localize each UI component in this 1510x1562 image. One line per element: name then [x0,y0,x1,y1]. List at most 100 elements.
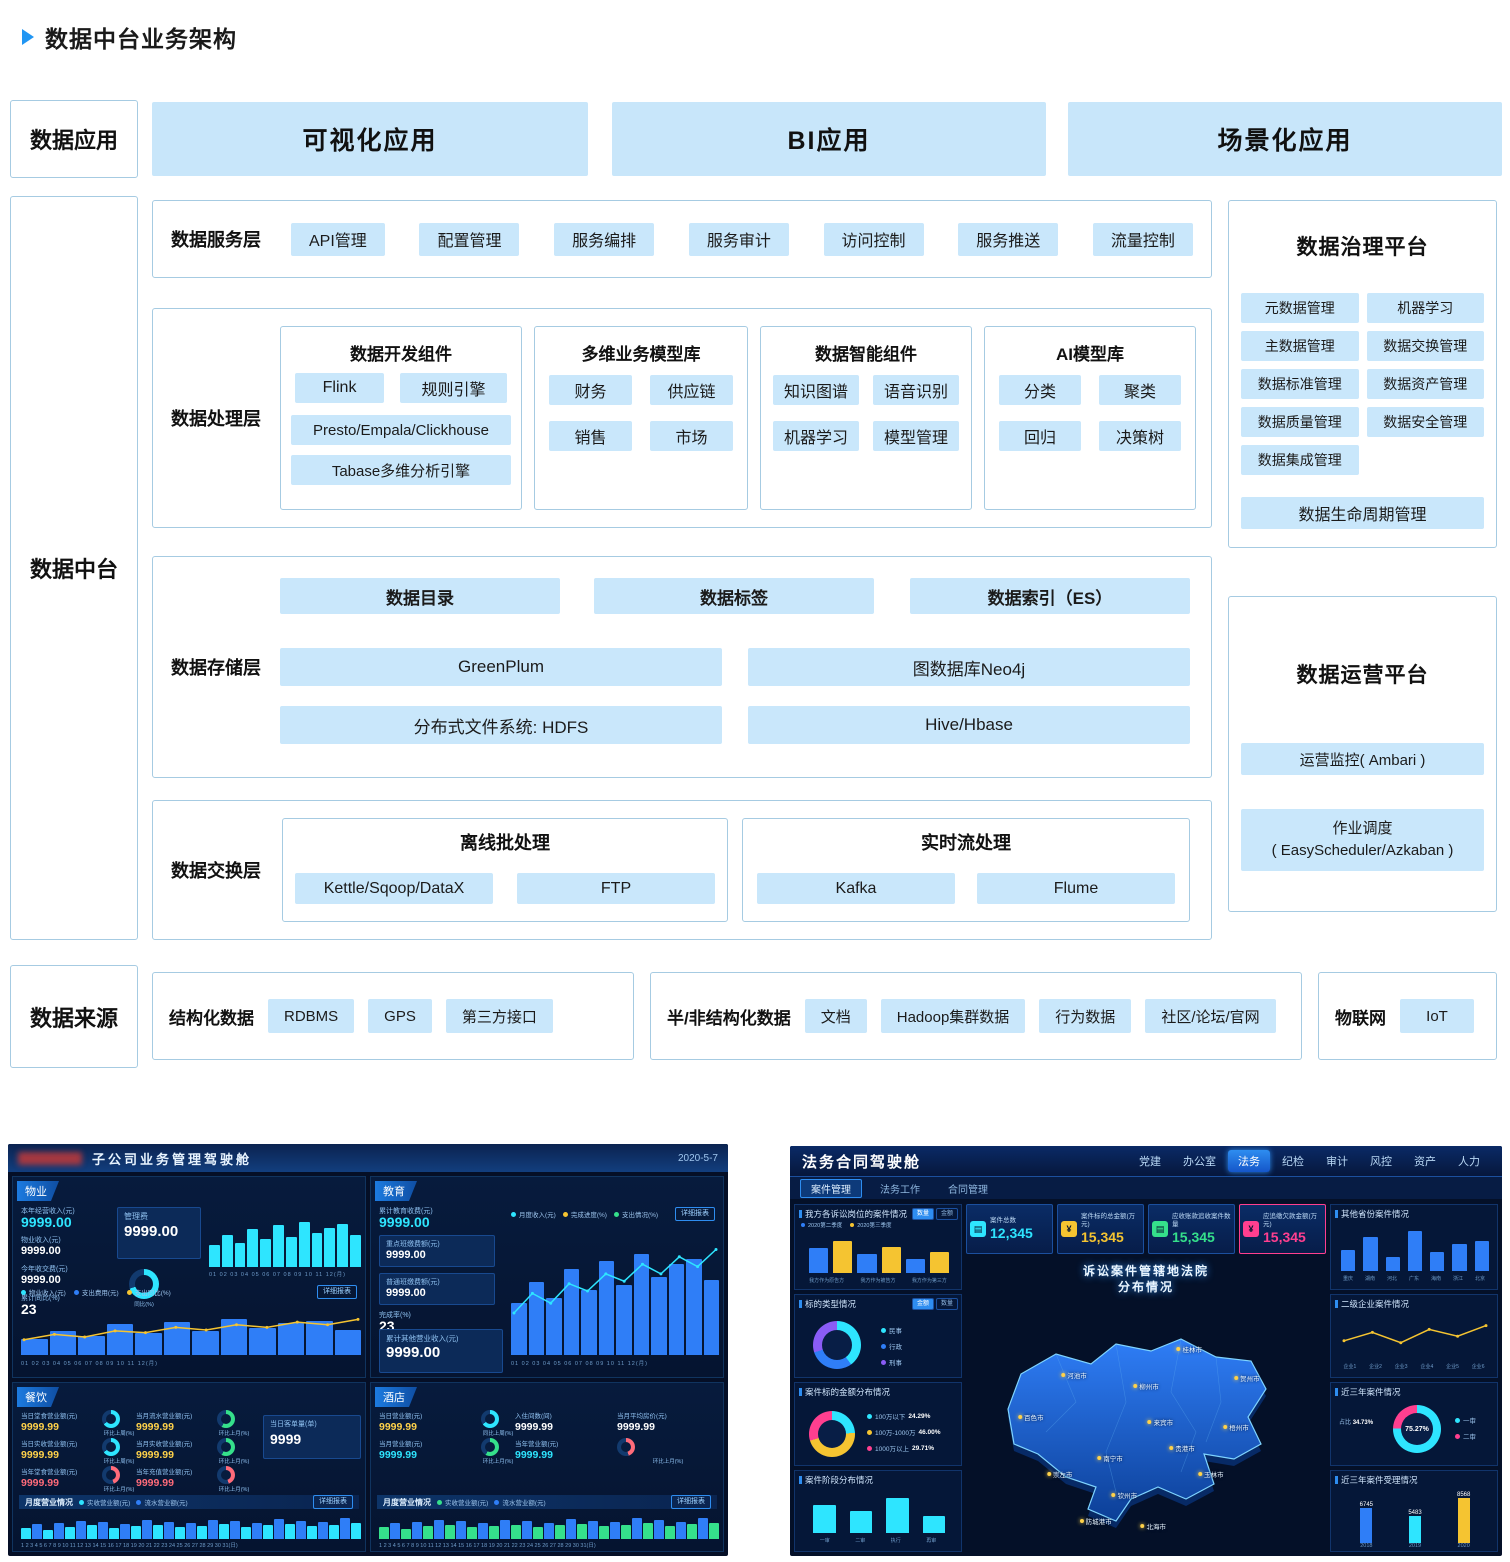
panel-case-stage: 案件阶段分布情况 一审 二审 执行 再审 [794,1470,962,1552]
group-batch-title: 离线批处理 [460,833,550,853]
detail-report-button[interactable]: 详细报表 [671,1495,711,1509]
p2-legend: 民事 行政 刑事 [881,1325,902,1367]
dashboard-left-body: 物业 本年经营收入(元)9999.00 物业收入(元)9999.00 今年收交费… [8,1172,728,1556]
toggle-quantity[interactable]: 数量 [911,1208,934,1220]
bar [186,1523,196,1539]
bar [241,1526,251,1539]
toggle-amount[interactable]: 金额 [935,1208,958,1220]
property-legend-row: 物业收入(元) 支出费用(元) 支出同比(%) 详细报表 [21,1285,357,1299]
bar [544,1522,554,1539]
source-iot: 物联网 IoT [1318,972,1497,1060]
bar [98,1521,108,1539]
bar [511,1303,527,1355]
exchange-layer-label: 数据交换层 [171,861,261,881]
line-chart-svg [512,1248,718,1315]
nav-item-party-building[interactable]: 党建 [1139,1156,1161,1168]
bar [676,1521,686,1539]
p1-bars [809,1233,950,1273]
legend-item: 流水营业额(元) [494,1497,546,1507]
page-header: 数据中台业务架构 [22,20,237,54]
chip-supply-chain: 供应链 [650,375,733,405]
governance-chips: 元数据管理 机器学习 主数据管理 数据交换管理 数据标准管理 数据资产管理 数据… [1241,293,1484,475]
bar [621,1524,631,1539]
tab-case-mgmt[interactable]: 案件管理 [800,1178,862,1198]
nav-item-risk[interactable]: 风控 [1370,1156,1392,1168]
bar [329,1524,339,1539]
toggle-quantity[interactable]: 数量 [935,1298,958,1310]
nav-item-hr[interactable]: 人力 [1458,1156,1480,1168]
badge-catering: 餐饮 [17,1387,59,1407]
panel-title: 近三年案件情况 [1331,1383,1497,1401]
bar [833,1241,853,1273]
detail-report-button[interactable]: 详细报表 [675,1207,715,1221]
gauge-block: 环比上月(%) [102,1465,136,1493]
city-marker: 南宁市 [1097,1453,1123,1463]
nav-item-legal[interactable]: 法务 [1228,1150,1270,1172]
money-recover-icon: ¥ [1243,1221,1259,1237]
bar [273,1225,284,1267]
gauge-ring [481,1437,499,1456]
detail-report-button[interactable]: 详细报表 [313,1495,353,1509]
catering-stats: 当日堂食营业额(元)9999.99 环比上周(%) 当月流水营业额(元)9999… [21,1409,251,1493]
p4-bars [813,1491,945,1533]
operation-platform: 数据运营平台 运营监控( Ambari ) 作业调度 ( EasySchedul… [1228,596,1497,912]
panel-title: 标的类型情况 [795,1295,961,1313]
education-stats: 累计教育收费(元)9999.00 重点班缴费额(元)9999.00 普通班缴费额… [379,1207,501,1333]
p7-legend: 一审 二审 [1455,1415,1476,1441]
bar [886,1497,909,1533]
chip-data-quality-mgmt: 数据质量管理 [1241,407,1359,437]
tab-contract-mgmt[interactable]: 合同管理 [948,1184,988,1196]
line-chart-svg [1342,1324,1488,1345]
bar [577,1523,587,1539]
gauge-ring [102,1465,120,1484]
label-data-application: 数据应用 [10,100,138,178]
chip-access-control: 访问控制 [823,222,924,256]
education-legend-row: 月度收入(元) 完成进度(%) 支出情况(%) 详细报表 [511,1207,715,1221]
nav-item-office[interactable]: 办公室 [1183,1156,1216,1168]
bar [274,1518,284,1539]
p6-line-chart [1341,1313,1489,1359]
bar [54,1522,64,1539]
property-line-overlay [21,1303,361,1355]
chip-flume: Flume [977,873,1175,904]
toggle-amount[interactable]: 金额 [911,1298,934,1310]
gauge-ring [217,1465,235,1484]
bar [533,1526,543,1539]
nav-item-discipline[interactable]: 纪检 [1282,1156,1304,1168]
chip-clustering: 聚类 [1099,375,1181,405]
ai-chips: 分类 聚类 回归 决策树 [999,375,1181,451]
chip-ops-monitor-ambari: 运营监控( Ambari ) [1241,743,1484,775]
bar [277,1322,304,1355]
city-marker: 玉林市 [1198,1469,1224,1479]
source-semi-structured-title: 半/非结构化数据 [667,1008,791,1028]
city-marker: 贺州市 [1234,1373,1260,1383]
p2-donut-hole [822,1330,852,1360]
stat: 当月营业额(元)9999.99 [379,1441,423,1461]
app-bi: BI应用 [612,102,1046,176]
city-marker: 防城港市 [1079,1516,1112,1526]
dashboard-right-nav: 党建 办公室 法务 纪检 审计 风控 资产 人力 [1129,1150,1490,1172]
company-logo [18,1151,82,1165]
chip-job-scheduler: 作业调度 ( EasyScheduler/Azkaban ) [1241,809,1484,871]
detail-report-button[interactable]: 详细报表 [317,1285,357,1299]
nav-item-assets[interactable]: 资产 [1414,1156,1436,1168]
city-marker: 来宾市 [1147,1417,1173,1427]
chip-gps: GPS [368,999,432,1033]
bar [230,1521,240,1539]
panel-three-year-accepted: 近三年案件受理情况 6745 2018 5483 2019 8568 2020 [1330,1470,1498,1552]
legend-item: 民事 [881,1325,902,1335]
bar [581,1290,597,1355]
bar [563,1269,579,1355]
group-business-model: 多维业务模型库 财务 供应链 销售 市场 [534,326,748,510]
stat: 当年营业额(元)9999.99 [515,1441,559,1461]
nav-item-audit[interactable]: 审计 [1326,1156,1348,1168]
app-visualization: 可视化应用 [152,102,588,176]
tab-legal-work[interactable]: 法务工作 [880,1184,920,1196]
chip-presto-empala-clickhouse: Presto/Empala/Clickhouse [291,415,511,445]
bar [1457,1498,1470,1543]
group-data-intelligence-title: 数据智能组件 [815,345,917,364]
stat: 本年经营收入(元)9999.00 [21,1208,75,1230]
legend-item: 支出费用(元) [73,1287,119,1297]
